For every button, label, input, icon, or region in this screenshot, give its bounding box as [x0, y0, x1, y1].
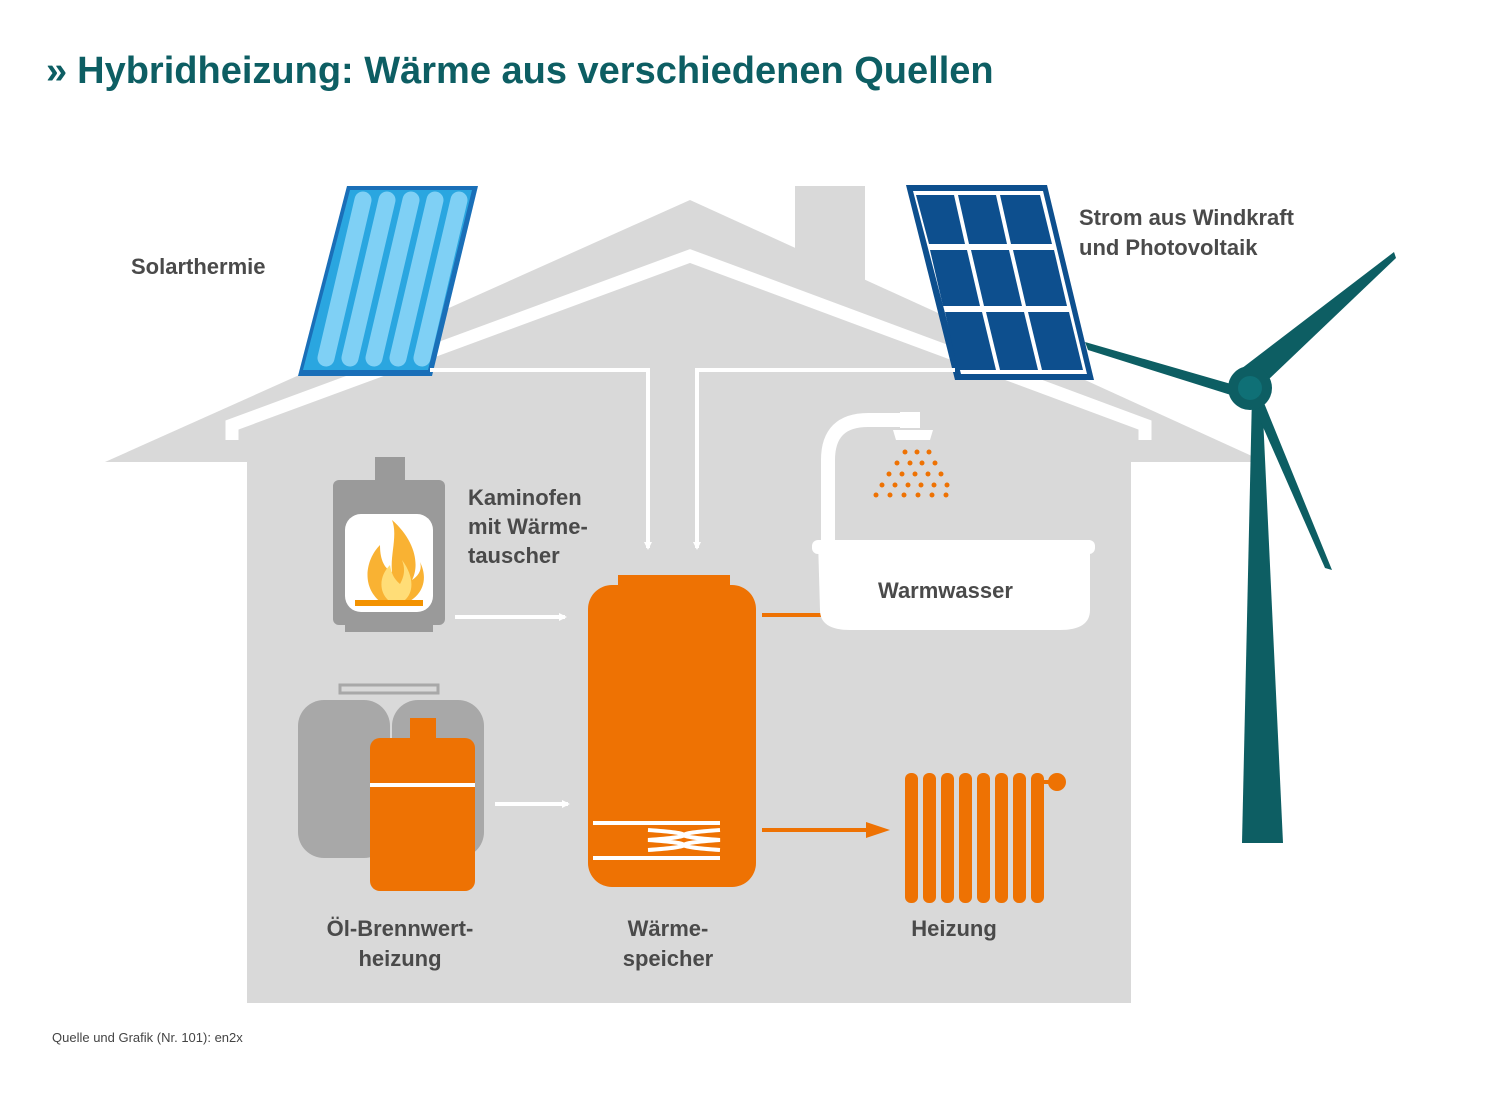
label-strom-line-1: Strom aus Windkraft — [1079, 205, 1295, 230]
label-speicher-line-1: Wärme- — [628, 916, 709, 941]
title-chevron-icon: » — [46, 50, 68, 92]
wind-turbine-icon — [1085, 252, 1396, 843]
fireplace-stove-icon — [333, 457, 445, 632]
radiator-icon — [905, 773, 1066, 903]
title-text: Hybridheizung: Wärme aus verschiedenen Q… — [77, 50, 994, 92]
photovoltaic-panel-icon — [906, 185, 1094, 380]
label-kaminofen-line-1: Kaminofen — [468, 485, 582, 510]
oil-condensing-boiler-icon — [370, 718, 475, 891]
label-solarthermie: Solarthermie — [131, 254, 266, 279]
label-heizung: Heizung — [911, 916, 997, 941]
label-kaminofen-line-2: mit Wärme- — [468, 514, 588, 539]
label-warmwasser: Warmwasser — [878, 578, 1013, 603]
label-oel-line-2: heizung — [358, 946, 441, 971]
label-speicher-line-2: speicher — [623, 946, 714, 971]
source-note: Quelle und Grafik (Nr. 101): en2x — [52, 1030, 243, 1045]
solar-thermal-panel-icon — [298, 186, 478, 376]
label-kaminofen-line-3: tauscher — [468, 543, 560, 568]
label-strom-line-2: und Photovoltaik — [1079, 235, 1258, 260]
page-title: »Hybridheizung: Wärme aus verschiedenen … — [46, 50, 994, 93]
heat-storage-tank-icon — [588, 575, 756, 887]
flow-arrows — [430, 368, 955, 808]
shower-bathtub-icon — [812, 412, 1095, 630]
label-oel-line-1: Öl-Brennwert- — [327, 916, 474, 941]
